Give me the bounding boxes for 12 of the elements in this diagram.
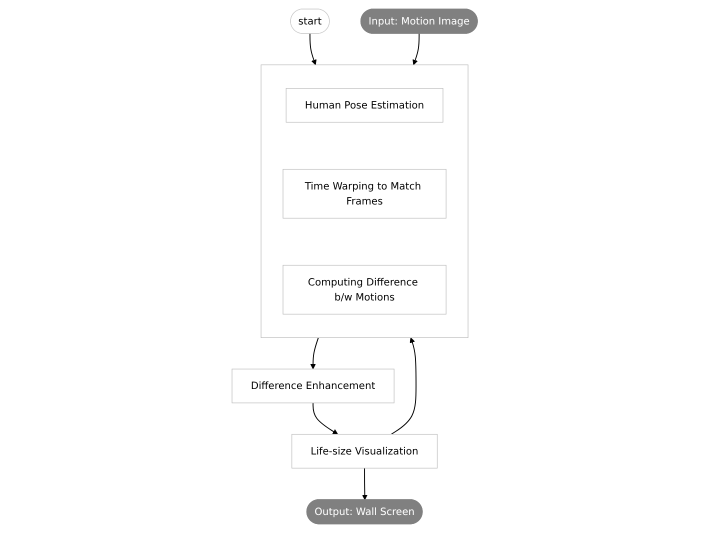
node-box: Difference Enhancement	[232, 368, 395, 404]
node-box: Life-size Visualization	[292, 434, 438, 468]
node-box: Computing Difference b/w Motions	[282, 264, 447, 314]
node-box: Time Warping to Match Frames	[282, 168, 447, 218]
arrow	[312, 402, 338, 435]
arrow	[310, 33, 317, 66]
arrow	[412, 33, 420, 66]
arrow	[310, 337, 320, 370]
arrow	[391, 337, 417, 435]
cluster	[261, 64, 469, 338]
node-box: Human Pose Estimation	[286, 88, 444, 123]
arrow	[362, 468, 368, 500]
